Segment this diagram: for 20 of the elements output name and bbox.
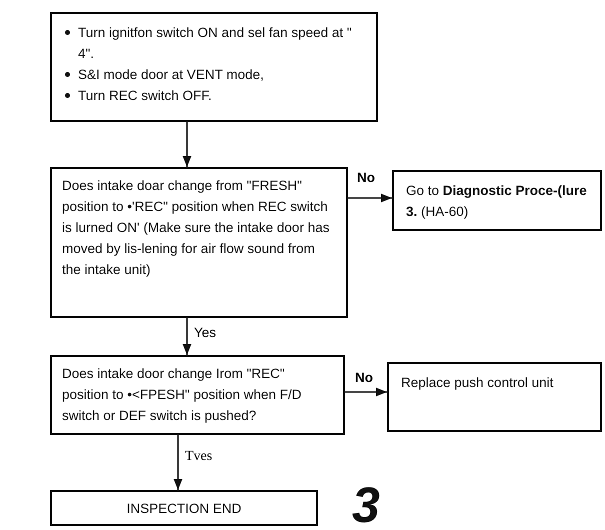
process-box [50,490,318,526]
box-text: Go to Diagnostic Proce-(lure 3. (HA-60) [406,183,587,219]
box-text: INSPECTION END [126,500,242,516]
bullet-item: Turn ignitfon switch ON and sel fan speed at " 4". [78,25,352,61]
box-text: Replace push control unit [401,375,554,390]
arrow [348,194,392,202]
box-text: Does intake door change Irom "REC" position to •<FPESH" position when F/D switch or DEF switch is pushed? [62,366,302,423]
arrow [182,318,192,355]
arrow [174,435,182,490]
process-box [50,12,378,122]
process-box [50,167,348,318]
box-text: Does intake doar change from "FRESH" position to •'REC" position when REC switch is lurned ON' (Make sure the intake door has moved by lis-lening for air flow sound from the intake unit) [62,178,330,277]
arrow [182,122,192,167]
process-box [387,362,602,432]
arrow [345,388,387,396]
process-box [50,355,345,435]
process-box [392,170,602,231]
bullet-item: Turn REC switch OFF. [78,88,212,103]
bullet-item: S&I mode door at VENT mode, [78,67,264,82]
page-number: 3 [352,480,380,530]
